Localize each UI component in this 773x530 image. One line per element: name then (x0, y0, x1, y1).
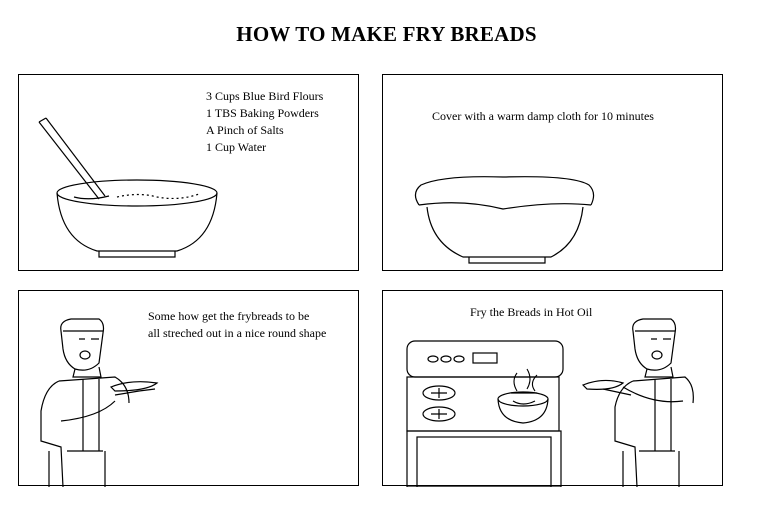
ingredients-list: 3 Cups Blue Bird Flours 1 TBS Baking Pow… (206, 88, 323, 156)
ingredient-item: 1 Cup Water (206, 140, 267, 154)
caption-line: all streched out in a nice round shape (148, 326, 327, 340)
covered-bowl-illustration (414, 176, 595, 264)
ingredient-item: 1 TBS Baking Powders (206, 106, 319, 120)
stirring-spoon-icon (38, 117, 106, 200)
mixing-bowl-illustration (38, 117, 218, 258)
ingredient-item: A Pinch of Salts (206, 123, 284, 137)
panel-resting: Cover with a warm damp cloth for 10 minu… (382, 74, 723, 271)
panel-mixing: 3 Cups Blue Bird Flours 1 TBS Baking Pow… (18, 74, 359, 271)
covered-bowl-icon (414, 176, 595, 264)
stove-icon (406, 340, 564, 487)
resting-caption: Cover with a warm damp cloth for 10 minu… (432, 109, 654, 123)
frying-illustration (406, 318, 694, 487)
ingredient-item: 3 Cups Blue Bird Flours (206, 89, 324, 103)
page-title: HOW TO MAKE FRY BREADS (236, 22, 537, 46)
caption-line: Some how get the frybreads to be (148, 309, 310, 323)
frying-pan-icon (497, 368, 549, 424)
mixing-bowl-icon (56, 179, 218, 258)
panel-stretching: Some how get the frybreads to be all str… (18, 290, 359, 487)
fry-bread-icon (109, 381, 159, 392)
cook-stretching-illustration (40, 318, 159, 487)
panel-frying: Fry the Breads in Hot Oil (382, 290, 723, 487)
cook-figure-icon (40, 318, 156, 487)
stretching-caption: Some how get the frybreads to be all str… (148, 308, 326, 342)
cook-figure-icon (581, 318, 694, 487)
frying-caption: Fry the Breads in Hot Oil (470, 305, 593, 319)
